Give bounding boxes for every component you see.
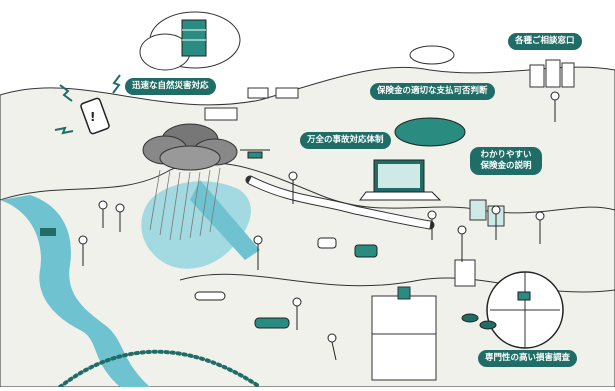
rescue-boat — [194, 291, 226, 301]
bridge — [40, 228, 56, 236]
car-white — [317, 237, 337, 249]
label-insurance-explanation: わかりやすい 保険金の説明 — [470, 147, 542, 175]
label-damage-survey: 専門性の高い損害調査 — [478, 350, 578, 367]
survey-map — [486, 271, 564, 349]
label-disaster-response: 迅速な自然災害対応 — [125, 78, 216, 95]
boat — [254, 317, 290, 329]
label-accident-response: 万全の事故対応体制 — [300, 132, 391, 149]
river — [0, 195, 150, 387]
label-explanation-line1: わかりやすい — [480, 150, 532, 160]
hill-line — [0, 162, 615, 214]
drone — [240, 149, 270, 159]
office-buildings — [529, 59, 575, 88]
flood-stream — [190, 180, 260, 260]
label-consultation-window: 各種ご相談窓口 — [508, 33, 582, 50]
facility-panels — [371, 286, 437, 381]
laptop — [359, 159, 442, 201]
data-cylinders — [461, 313, 497, 330]
svg-text:!: ! — [90, 110, 95, 124]
label-explanation-line2: 保険金の説明 — [480, 161, 532, 171]
flood-zone — [141, 181, 251, 269]
rain — [149, 167, 221, 241]
label-payment-judgment: 保険金の適切な支払可否判断 — [370, 83, 495, 100]
phone-alert: ! — [54, 74, 121, 135]
dotted-path — [58, 349, 262, 389]
people — [78, 91, 560, 361]
car-teal — [354, 244, 378, 258]
round-table — [394, 45, 466, 147]
storm-cloud — [142, 123, 238, 171]
meeting-groups — [204, 87, 299, 121]
server-cloud — [139, 11, 241, 71]
